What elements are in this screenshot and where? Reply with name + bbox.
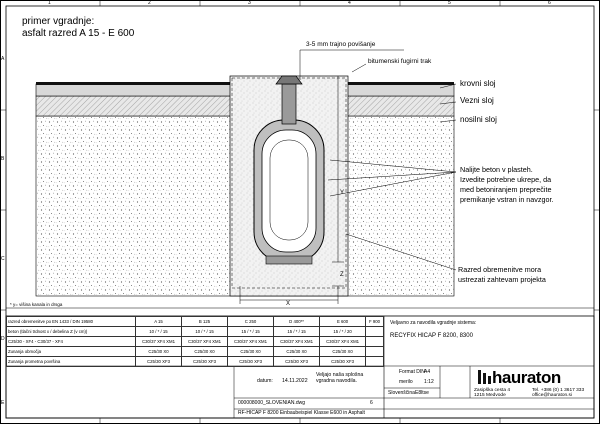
ruler-label: A: [1, 56, 5, 62]
drawing-caption: RF-HICAP F 8200 Einbaubeispiel Klasse E6…: [238, 410, 365, 416]
table-cell: C30/37 XF4 XM1: [319, 336, 367, 347]
address-line: Zasipška cesta 4: [474, 388, 510, 393]
table-cell: C30/37 XF4 XM1: [227, 336, 275, 347]
date-label: datum:: [257, 378, 273, 384]
table-row: Zunanja prometna površina C25/30 XF3 C25…: [6, 356, 384, 367]
table-cell: C25/30 XF3: [319, 356, 367, 367]
table-cell: D 400**: [273, 316, 321, 327]
table-cell: F 900: [365, 316, 384, 327]
table-cell: C25/30 X0: [227, 346, 275, 357]
dim-label-y: Y: [340, 190, 345, 196]
table-row: C25/30 - XF4 - C30/37 - XF4 C30/37 XF4 X…: [6, 336, 384, 347]
table-cell: 15 / * / 20: [319, 326, 367, 337]
table-row-header: beton (tlačni trdnost x / debelina Z (v …: [6, 326, 136, 337]
table-cell: [365, 346, 384, 357]
table-cell: C30/37 XF4 XM1: [273, 336, 321, 347]
phone: Tel. +386 (0) 1 3617 333: [532, 388, 585, 393]
scale-value: 1:12: [424, 379, 434, 385]
drawing-number: 000008000_SLOVENIAN.dwg: [238, 400, 305, 406]
ruler-label: 4: [348, 0, 351, 6]
ruler-label: 5: [448, 0, 451, 6]
note-load-class: ustrezati zahtevam projekta: [458, 275, 546, 284]
format-value: A4: [424, 369, 431, 375]
label-raise: 3-5 mm trajno povišanje: [306, 41, 376, 48]
ruler-label: 2: [148, 0, 151, 6]
table-row-header: Zunanja prometna površina: [6, 356, 136, 367]
table-cell: C25/30 XF3: [273, 356, 321, 367]
table-cell: C25/30 X0: [134, 346, 183, 357]
label-binder-layer: Vezni sloj: [460, 96, 494, 105]
table-cell: 10 / * / 15: [134, 326, 183, 337]
label-surface-layer: krovni sloj: [460, 79, 496, 88]
note-concrete: Izvedite potrebne ukrepe, da: [460, 175, 552, 184]
footnote: * y= višina kanala in drsga: [10, 302, 63, 307]
product-name: RECYFIX HICAP F 8200, 8300: [390, 333, 473, 339]
table-cell: C25/30 X0: [273, 346, 321, 357]
table-cell: B 125: [181, 316, 229, 327]
date-value: 14.11.2022: [282, 378, 308, 384]
table-cell: C30/37 XF4 XM1: [181, 336, 229, 347]
email: office@hauraton.si: [532, 393, 572, 398]
address-line: 1215 Medvode: [474, 393, 506, 398]
table-row-header: razred obremenitve po EN 1433 / DIN 1958…: [6, 316, 136, 327]
scale-label: merilo: [399, 379, 413, 385]
table-cell: C25/30 X0: [181, 346, 229, 357]
table-cell: C30/37 XF4 XM1: [134, 336, 183, 347]
ruler-label: 3: [248, 0, 251, 6]
table-cell: 10 / * / 15: [181, 326, 229, 337]
note-concrete: Nalijte beton v plasteh.: [460, 165, 533, 174]
table-cell: [365, 356, 384, 367]
label-bitumen: bitumenski fugirni trak: [368, 58, 432, 65]
ruler-label: B: [1, 156, 5, 162]
note-concrete: med betoniranjem preprečite: [460, 185, 552, 194]
validity-note: Veljajo naša splošna vgradna navodila.: [316, 372, 364, 384]
brand-logo: hauraton: [492, 368, 561, 387]
drawing-subtitle: asfalt razred A 15 - E 600: [22, 28, 135, 39]
table-cell: [365, 336, 384, 347]
table-row: Zunanja območja C25/30 X0 C25/30 X0 C25/…: [6, 346, 384, 357]
load-class-table: razred obremenitve po EN 1433 / DIN 1958…: [6, 316, 384, 367]
language-value: E8ltse: [415, 390, 429, 396]
ruler-label: C: [1, 256, 5, 262]
language-label: Slovenščina: [388, 390, 415, 396]
drainage-channel: [253, 75, 325, 265]
table-cell: E 600: [319, 316, 367, 327]
drawing-title: primer vgradnje:: [22, 16, 95, 27]
table-cell: [365, 326, 384, 337]
table-cell: C25/30 XF3: [227, 356, 275, 367]
installation-note: Veljavno za navodila vgradnje sistema:: [390, 320, 477, 326]
ruler-label: D: [1, 336, 5, 342]
table-row: razred obremenitve po EN 1433 / DIN 1958…: [6, 316, 384, 327]
table-row-header: C25/30 - XF4 - C30/37 - XF4: [6, 336, 136, 347]
hauraton-logo-icon: [478, 370, 491, 384]
table-cell: 15 / * / 15: [227, 326, 275, 337]
table-cell: C25/30 XF3: [134, 356, 183, 367]
table-row: beton (tlačni trdnost x / debelina Z (v …: [6, 326, 384, 337]
label-base-layer: nosilni sloj: [460, 115, 497, 124]
table-cell: A 15: [134, 316, 183, 327]
format-label: Format DIN: [399, 369, 425, 375]
sheet-number: 6: [370, 400, 373, 406]
note-concrete: premikanje vstran in navzgor.: [460, 195, 554, 204]
note-load-class: Razred obremenitve mora: [458, 265, 542, 274]
table-cell: 15 / * / 15: [273, 326, 321, 337]
table-row-header: Zunanja območja: [6, 346, 136, 357]
dim-label-x: X: [286, 301, 291, 307]
table-cell: C 250: [227, 316, 275, 327]
table-cell: C25/30 X0: [319, 346, 367, 357]
dim-label-z: Z: [340, 272, 344, 278]
table-cell: C25/30 XF3: [181, 356, 229, 367]
ruler-label: E: [1, 400, 5, 406]
ruler-label: 6: [548, 0, 551, 6]
ruler-label: 1: [48, 0, 51, 6]
